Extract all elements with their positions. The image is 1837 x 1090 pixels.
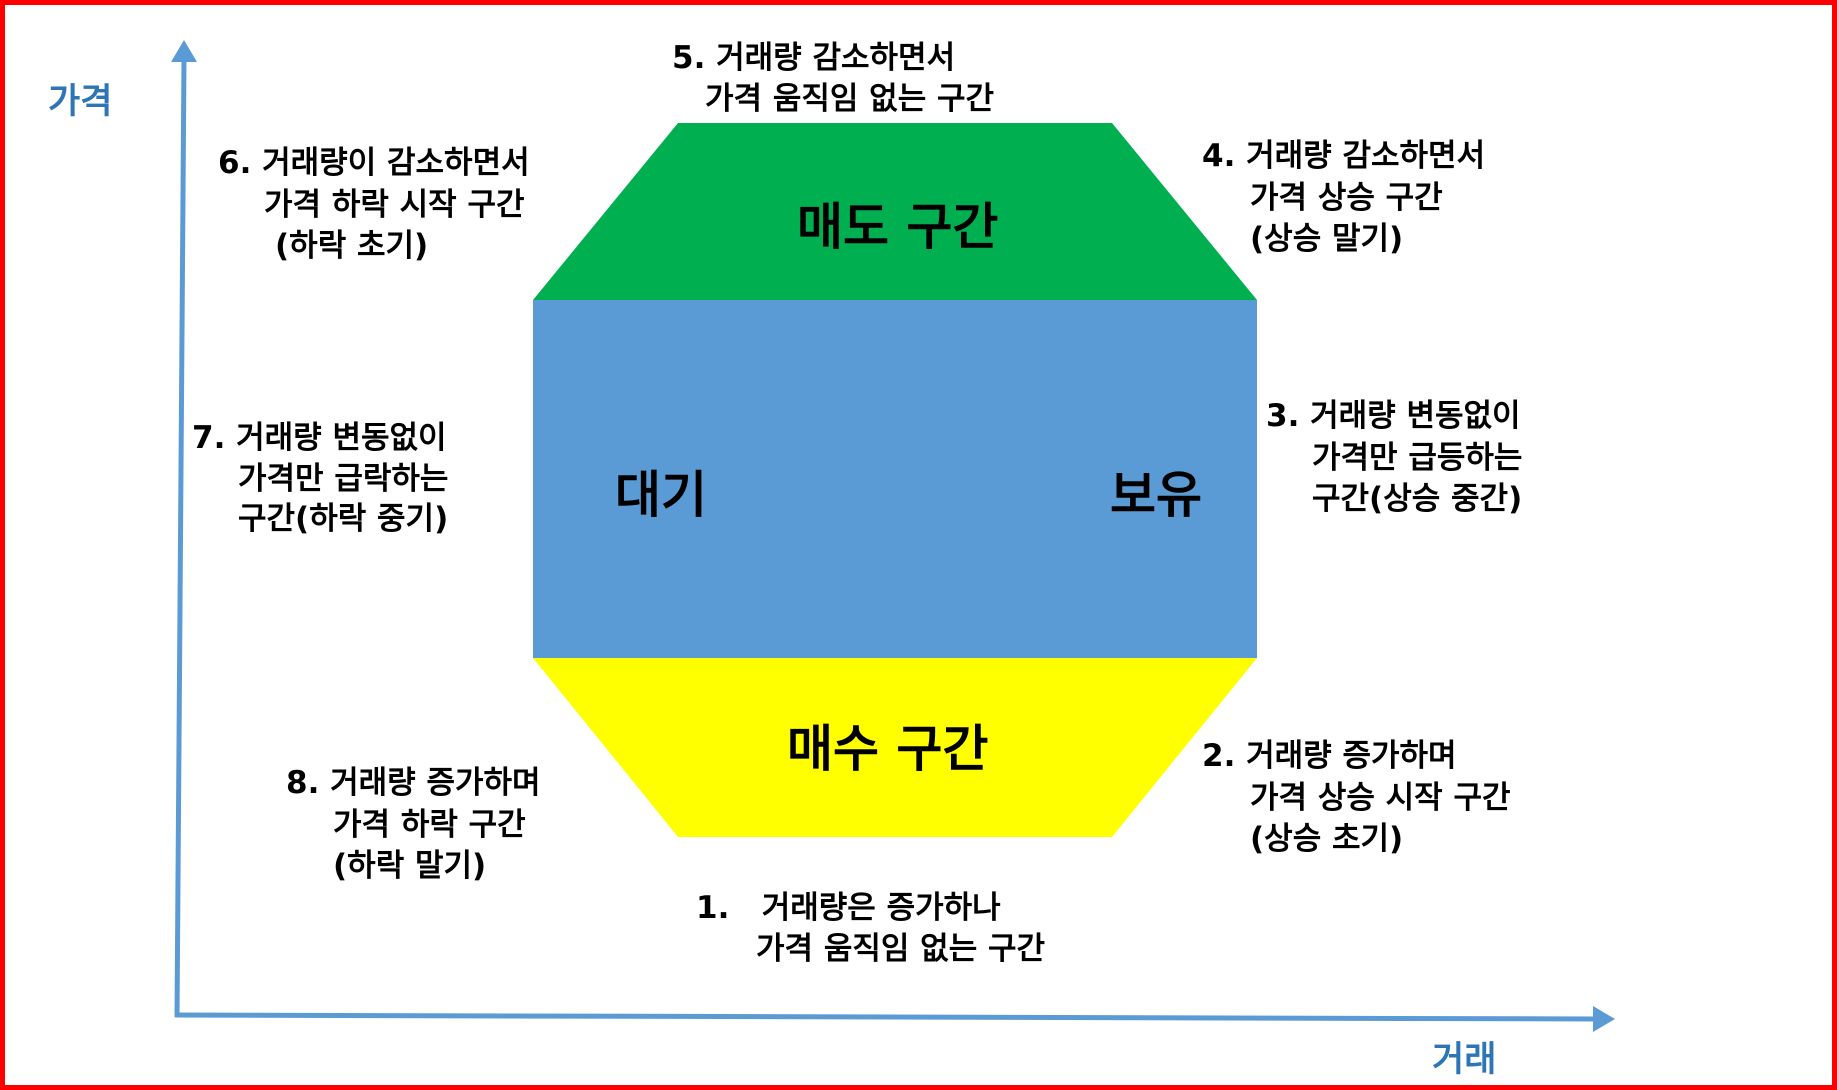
middle-zone-shape bbox=[533, 300, 1257, 658]
stage-2-line-2: 가격 상승 시작 구간 bbox=[1250, 780, 1511, 816]
stage-6-line-2: 가격 하락 시작 구간 bbox=[264, 187, 525, 223]
y-axis-line bbox=[174, 57, 187, 1018]
x-axis-arrowhead bbox=[1593, 1006, 1615, 1032]
stage-8-line-1: 8. 거래량 증가하며 bbox=[286, 765, 541, 801]
stage-3-line-3: 구간(상승 중간) bbox=[1312, 481, 1523, 517]
x-axis-label: 거래 bbox=[1432, 1040, 1497, 1080]
stage-3-line-1: 3. 거래량 변동없이 bbox=[1266, 398, 1521, 434]
stage-6-line-1: 6. 거래량이 감소하면서 bbox=[218, 145, 530, 181]
y-axis-label: 가격 bbox=[48, 82, 113, 122]
stage-6-line-3: (하락 초기) bbox=[275, 228, 429, 264]
stage-5-line-1: 5. 거래량 감소하면서 bbox=[672, 40, 956, 76]
x-axis-line bbox=[174, 1012, 1596, 1022]
buy-zone-shape bbox=[533, 658, 1257, 837]
hold-zone-label: 보유 bbox=[1110, 466, 1202, 524]
stage-8-line-2: 가격 하락 구간 bbox=[333, 807, 526, 843]
stage-8-line-3: (하락 말기) bbox=[333, 848, 487, 884]
stage-1-line-1: 1. 거래량은 증가하나 bbox=[696, 890, 1001, 926]
stage-7-line-3: 구간(하락 중기) bbox=[238, 501, 449, 537]
stage-7-line-1: 7. 거래량 변동없이 bbox=[192, 420, 447, 456]
stage-5-line-2: 가격 움직임 없는 구간 bbox=[705, 81, 995, 117]
buy-zone-label: 매수 구간 bbox=[787, 720, 989, 778]
sell-zone-shape bbox=[533, 123, 1257, 300]
stage-1-line-2: 가격 움직임 없는 구간 bbox=[756, 931, 1046, 967]
y-axis-arrowhead bbox=[171, 40, 197, 62]
stage-2-line-3: (상승 초기) bbox=[1250, 821, 1404, 857]
sell-zone-label: 매도 구간 bbox=[797, 198, 999, 256]
stage-3-line-2: 가격만 급등하는 bbox=[1312, 440, 1523, 476]
stage-2-line-1: 2. 거래량 증가하며 bbox=[1202, 738, 1457, 774]
stage-4-line-3: (상승 말기) bbox=[1250, 221, 1404, 257]
stage-4-line-1: 4. 거래량 감소하면서 bbox=[1202, 138, 1486, 174]
wait-zone-label: 대기 bbox=[615, 466, 707, 524]
stage-7-line-2: 가격만 급락하는 bbox=[238, 461, 449, 497]
stage-4-line-2: 가격 상승 구간 bbox=[1250, 180, 1443, 216]
